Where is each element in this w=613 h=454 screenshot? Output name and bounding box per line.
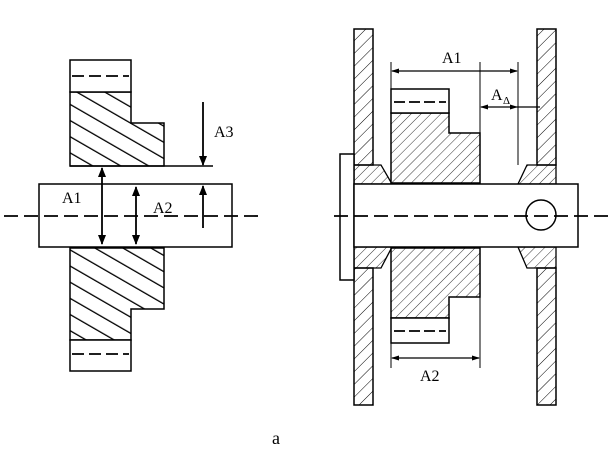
shaft-end-plate: [339, 153, 355, 281]
bushing-right-bottom: [517, 246, 557, 269]
bushing-left-bottom: [353, 246, 394, 269]
right-gear-lower: [390, 247, 481, 344]
label-left-a1: A1: [62, 190, 82, 207]
right-gear-upper: [390, 88, 481, 184]
label-right-a-delta: A: [491, 87, 503, 104]
label-left-a3: A3: [214, 124, 234, 141]
label-left-a2: A2: [153, 200, 173, 217]
left-gear-upper: [69, 59, 165, 167]
left-view: A1 A2 A3: [4, 59, 262, 372]
label-right-a2: A2: [420, 368, 440, 385]
housing-right-wall: [536, 28, 557, 406]
figure-caption: а: [272, 428, 280, 448]
housing-left-wall: [353, 28, 374, 406]
left-gear-lower: [69, 247, 165, 372]
bushing-left-top: [353, 164, 394, 185]
label-right-a1: A1: [442, 50, 462, 67]
label-right-a-delta-subscript: Δ: [503, 95, 510, 107]
right-view: A1 A Δ A2: [334, 28, 613, 406]
pin-hole: [525, 199, 557, 231]
bushing-right-top: [516, 164, 557, 185]
